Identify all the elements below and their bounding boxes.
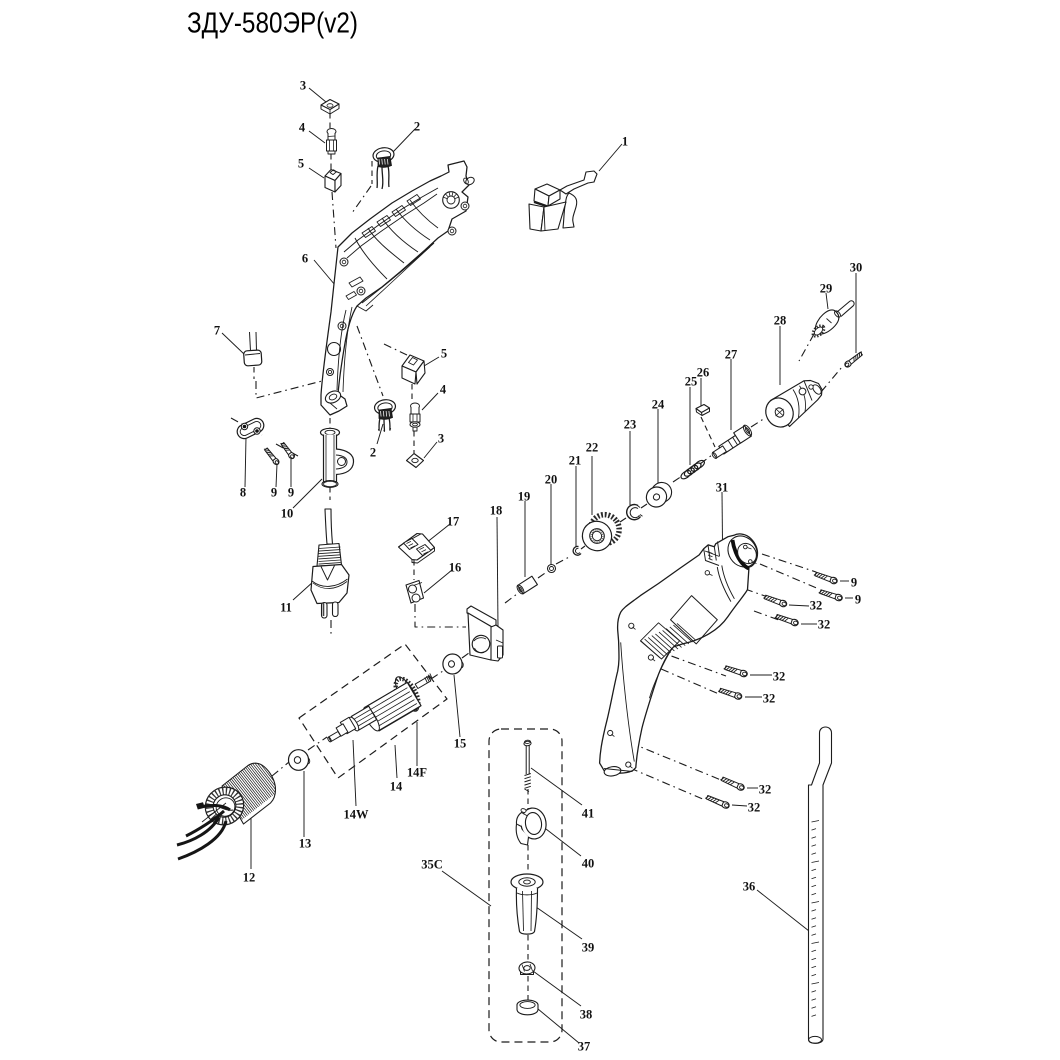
svg-text:23: 23 bbox=[624, 417, 637, 431]
svg-text:27: 27 bbox=[725, 347, 738, 361]
svg-text:32: 32 bbox=[759, 782, 772, 796]
svg-text:9: 9 bbox=[851, 575, 857, 589]
svg-text:3: 3 bbox=[438, 431, 444, 445]
svg-text:11: 11 bbox=[280, 600, 292, 614]
svg-text:7: 7 bbox=[214, 323, 220, 337]
svg-text:1: 1 bbox=[622, 134, 628, 148]
svg-text:10: 10 bbox=[281, 506, 294, 520]
svg-text:28: 28 bbox=[774, 313, 787, 327]
svg-text:32: 32 bbox=[810, 598, 823, 612]
svg-text:35C: 35C bbox=[421, 857, 443, 871]
svg-text:4: 4 bbox=[440, 382, 447, 396]
svg-text:38: 38 bbox=[580, 1007, 593, 1021]
svg-text:13: 13 bbox=[299, 836, 312, 850]
svg-text:9: 9 bbox=[288, 485, 294, 499]
svg-text:17: 17 bbox=[447, 514, 460, 528]
svg-text:22: 22 bbox=[586, 440, 599, 454]
svg-text:39: 39 bbox=[582, 940, 595, 954]
svg-text:3: 3 bbox=[300, 78, 306, 92]
svg-text:41: 41 bbox=[582, 806, 595, 820]
svg-text:5: 5 bbox=[441, 346, 447, 360]
svg-text:36: 36 bbox=[743, 879, 756, 893]
svg-text:21: 21 bbox=[569, 453, 582, 467]
svg-text:6: 6 bbox=[302, 251, 308, 265]
svg-text:9: 9 bbox=[855, 592, 861, 606]
svg-text:14F: 14F bbox=[407, 765, 428, 779]
svg-text:5: 5 bbox=[298, 156, 304, 170]
svg-text:32: 32 bbox=[763, 691, 776, 705]
svg-text:15: 15 bbox=[454, 736, 467, 750]
svg-text:8: 8 bbox=[240, 485, 246, 499]
svg-text:37: 37 bbox=[578, 1039, 591, 1053]
svg-text:14W: 14W bbox=[344, 807, 370, 821]
svg-text:2: 2 bbox=[370, 445, 376, 459]
svg-text:ЗДУ-580ЭР(v2): ЗДУ-580ЭР(v2) bbox=[187, 8, 358, 40]
svg-text:4: 4 bbox=[299, 120, 306, 134]
svg-text:14: 14 bbox=[390, 779, 403, 793]
svg-text:40: 40 bbox=[582, 856, 595, 870]
svg-text:29: 29 bbox=[820, 281, 833, 295]
svg-text:20: 20 bbox=[545, 472, 558, 486]
svg-text:26: 26 bbox=[697, 365, 710, 379]
svg-text:19: 19 bbox=[518, 489, 531, 503]
svg-text:25: 25 bbox=[685, 374, 698, 388]
svg-text:12: 12 bbox=[243, 870, 256, 884]
svg-text:30: 30 bbox=[850, 260, 863, 274]
svg-text:2: 2 bbox=[414, 119, 420, 133]
svg-text:32: 32 bbox=[748, 800, 761, 814]
svg-text:9: 9 bbox=[271, 485, 277, 499]
svg-text:16: 16 bbox=[449, 560, 462, 574]
svg-text:32: 32 bbox=[773, 669, 786, 683]
svg-text:32: 32 bbox=[818, 617, 831, 631]
svg-text:18: 18 bbox=[490, 503, 503, 517]
svg-text:31: 31 bbox=[716, 480, 729, 494]
svg-text:24: 24 bbox=[652, 397, 665, 411]
